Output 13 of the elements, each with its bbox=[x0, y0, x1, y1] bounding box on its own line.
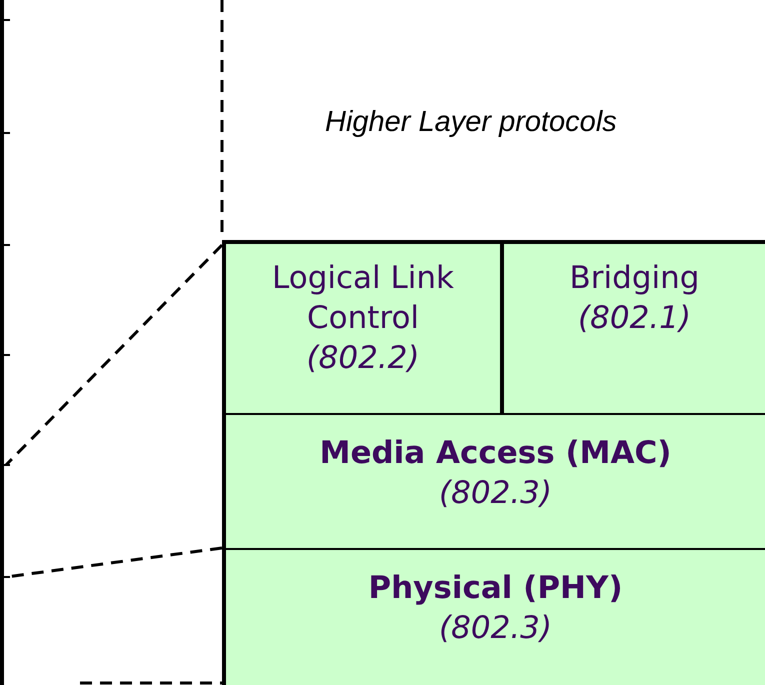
layer-box bbox=[504, 240, 765, 415]
layer-caption: Higher Layer protocols bbox=[325, 106, 617, 139]
layer-box bbox=[222, 415, 765, 550]
standard-number: (802.3) bbox=[439, 474, 552, 513]
layer-box bbox=[222, 550, 765, 685]
layer-name: Bridging bbox=[570, 259, 700, 298]
layer-name: Media Access (MAC) bbox=[320, 434, 672, 473]
layer-box bbox=[222, 240, 504, 415]
standard-number: (802.2) bbox=[306, 339, 420, 378]
standard-number: (802.3) bbox=[439, 609, 552, 648]
standard-number: (802.1) bbox=[578, 299, 691, 338]
layer-name: Physical (PHY) bbox=[368, 569, 623, 608]
layer-name: Logical Link Control bbox=[271, 259, 455, 338]
